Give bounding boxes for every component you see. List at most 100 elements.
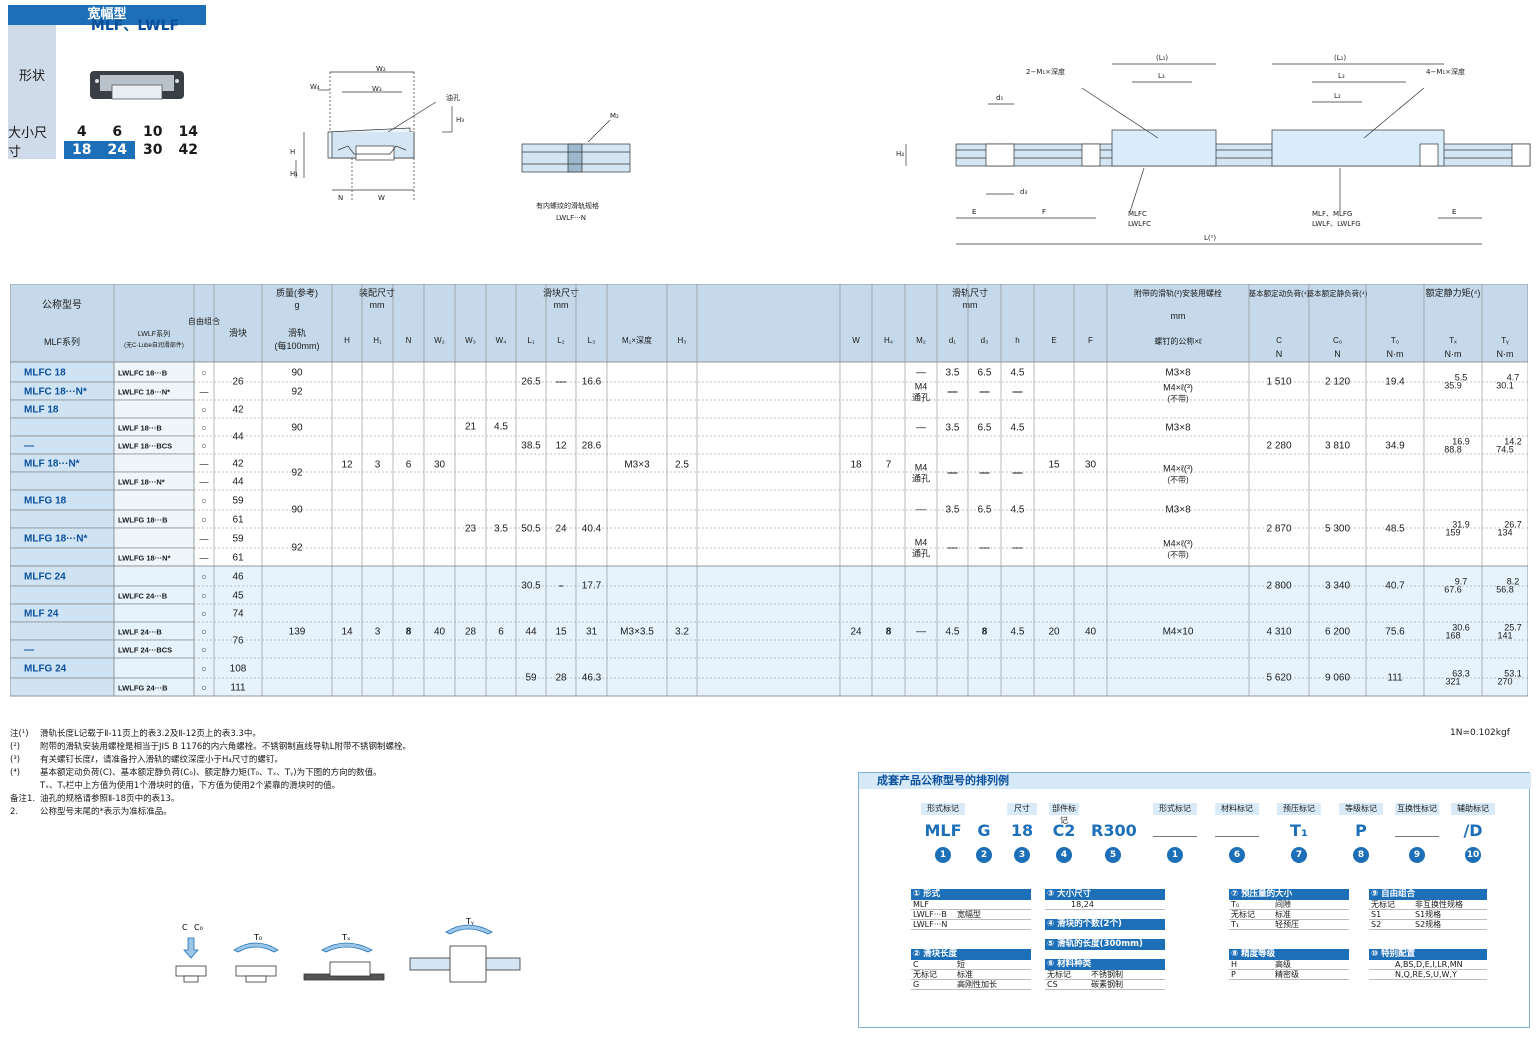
order-col-number: 1 [935,847,951,863]
hdr-col: M₁×深度 [622,335,652,345]
order-legend-title: ④ 滑块的个数(2个) [1045,919,1165,930]
table-header-bg [9,283,1529,363]
rating-ty-double: 30.1 [1496,381,1514,391]
block-mass: 59 [232,496,244,507]
hdr-col: L₁ [527,336,534,345]
rating-t0: 75.6 [1385,627,1405,638]
svg-text:(L₁): (L₁) [1156,54,1168,62]
note-line: Tₓ、Tᵧ栏中上方值为使用1个滑块时的值，下方值为使用2个紧靠的滑块时的值。 [40,781,341,791]
rating-ty-single: 8.2 [1507,577,1520,587]
rating-tx-single: 16.9 [1452,437,1470,447]
l3: 31 [586,627,598,638]
order-legend-code: T₀ [1231,900,1240,909]
order-legend-title: ⑨ 自由组合 [1369,889,1487,900]
svg-text:W₂: W₂ [376,65,386,73]
model-mlf: MLFG 18 [24,496,67,507]
order-legend-row: 无标记标准 [1229,910,1349,920]
rating-ty-single: 4.7 [1507,373,1520,383]
order-col-header: 预压标记 [1277,803,1321,815]
hdr-free: 自由组合 [188,316,220,326]
rating-tx-single: 31.9 [1452,520,1470,530]
svg-text:H₁: H₁ [290,170,298,178]
oil-hole-label: 油孔 [446,93,460,102]
order-col-value: R300 [1091,821,1137,840]
bolt-24: M4×10 [1163,627,1194,638]
hdr-mass: 质量(参考) [276,287,318,298]
order-col-value [1215,823,1259,837]
l1: 50.5 [521,524,541,535]
rating-t0: 34.9 [1385,441,1405,452]
free-combo: ○ [201,405,206,415]
shape-label: 形状 [8,25,56,123]
rating-ty-double: 74.5 [1496,445,1514,455]
bolt-18n-sub: (不带) [1167,476,1189,485]
lwlf-cell [113,603,195,623]
size-grid: 4 6 10 14 18 24 30 42 [64,123,206,159]
l2: 15 [555,627,567,638]
hdr-mm: mm [1171,311,1186,321]
dash: — [980,387,990,398]
note-line: 2.公称型号末尾的*表示为准标准品。 [10,807,172,817]
type-box: 宽幅型 形状 MLF、LWLF 大小尺寸 4 6 10 14 18 24 30 … [8,5,206,160]
size-cell: 10 [143,124,163,140]
order-legend-desc: S2规格 [1415,920,1442,929]
rating-t0: 48.5 [1385,524,1405,535]
rating-tx-double: 88.8 [1444,445,1462,455]
dash: — [1013,543,1023,554]
dash: — [1013,387,1023,398]
order-legend-desc: 高刚性加长 [957,980,997,989]
hdr-col: h [1015,336,1019,345]
order-legend-row: A,BS,D,E,I,LR,MN [1369,960,1487,970]
order-col-header: 等级标记 [1339,803,1383,815]
h: 4.5 [1011,505,1025,516]
free-combo: ○ [201,441,206,451]
load-direction-diagrams: C C₀ T₀ Tₓ Tᵧ [175,918,521,983]
svg-text:E: E [972,208,976,216]
order-legend-code: S2 [1371,920,1382,929]
order-col-value: G [977,821,991,840]
order-col-header: 尺寸 [1007,803,1037,815]
rating-ty-single: 53.1 [1504,669,1522,679]
m2-through: 通孔 [912,393,930,403]
order-col-number: 10 [1465,847,1481,863]
l2: 12 [555,441,567,452]
order-legend-desc: 碳素钢制 [1091,980,1123,989]
size-cell: 30 [143,142,163,158]
bolt-18n: M4×ℓ(³) [1163,539,1193,549]
free-combo: ○ [201,572,206,582]
hdr-moment: 额定静力矩(⁴) [1426,287,1481,298]
dim-24: 4.5 [1011,627,1025,638]
order-legend-desc: N,Q,RE,S,U,W,Y [1395,970,1457,979]
block-mass: 108 [230,664,247,675]
legend-lwlf: LWLF、LWLFG [1312,220,1361,228]
rating-ty-double: 270 [1497,677,1512,687]
model-mlf: MLF 24 [24,609,59,620]
hdr-mm: mm [370,300,385,310]
hdr-col: C₀ [1333,336,1342,345]
hdr-block-mass: 滑块 [229,327,247,338]
size-label: 大小尺寸 [8,123,56,160]
mlf-cell [9,677,115,697]
block-mass: 74 [232,609,244,620]
order-legend-desc: 非互换性规格 [1415,900,1463,909]
dash: — [948,387,958,398]
svg-text:E: E [1452,208,1456,216]
dim-24: 8 [886,627,892,638]
hdr-unit: N·m [1497,349,1514,359]
l3: 28.6 [582,441,602,452]
m2-dash: — [916,368,926,379]
model-lwlf: LWLFC 18···B [118,369,168,378]
block-mass: 42 [232,459,244,470]
model-mlf: MLFG 18···N* [24,534,87,545]
hdr-col: d₁ [949,336,956,345]
dir-t0: T₀ [253,933,262,942]
order-legend-code: CS [1047,980,1058,989]
svg-text:M₂: M₂ [610,112,619,120]
ordering-title: 成套产品公称型号的排列例 [859,773,1531,789]
rating-tx-single: 63.3 [1452,669,1470,679]
